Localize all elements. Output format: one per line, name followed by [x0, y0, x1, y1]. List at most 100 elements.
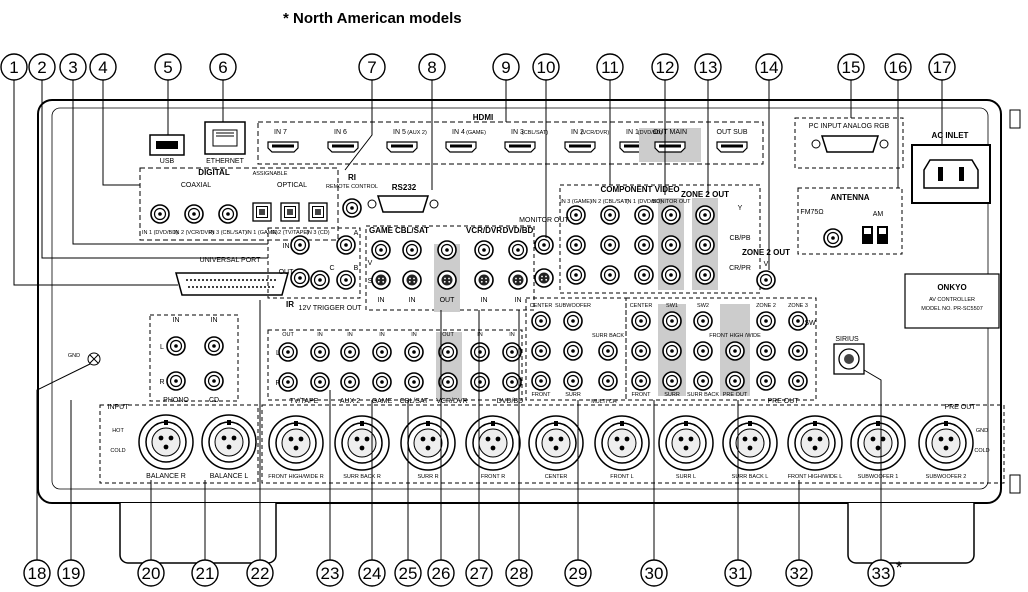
- callout-number-13: 13: [699, 58, 718, 77]
- model-plate: [904, 273, 1000, 329]
- hdmi-group: [257, 121, 764, 165]
- video-io-label-3: IN: [481, 297, 488, 304]
- preout-xlr-jack-0: [268, 415, 324, 471]
- ir-out-jack: [290, 268, 310, 288]
- preout-label-2: PRE OUT: [767, 398, 799, 405]
- video-s-jack-2: [437, 270, 457, 290]
- usb-port: [149, 134, 185, 156]
- cd-label: CD: [209, 397, 219, 404]
- component-monitor-out-label: MONITOR OUT: [651, 199, 691, 205]
- gnd-terminal: [87, 352, 101, 366]
- opt-input-label-1: IN 2 (TV/TAPE): [271, 230, 309, 236]
- phono-r-label: R: [159, 379, 164, 386]
- trigger-a-label: A: [354, 230, 359, 237]
- coaxial-label: COAXIAL: [181, 182, 211, 189]
- component-jack-c2-r0: [634, 205, 654, 225]
- component-jack-c4-r0: [695, 205, 715, 225]
- pin-cold-right: COLD: [974, 448, 989, 454]
- digital-group: [139, 167, 339, 241]
- callout-3: 3: [59, 53, 87, 81]
- callout-2: 2: [28, 53, 56, 81]
- preout-jack-c7-r2: [756, 371, 776, 391]
- callout-20: 20: [137, 559, 165, 587]
- component-crpr-label: CR/PR: [729, 265, 751, 272]
- monitor-out-s-jack: [534, 268, 554, 288]
- audio-r-jack-7: [502, 372, 522, 392]
- model-line2-label: MODEL NO. PR-SC5507: [921, 306, 983, 312]
- callout-18: 18: [23, 559, 51, 587]
- sirius-label: SIRIUS: [835, 336, 859, 343]
- preout-jack-c5-r1: [693, 341, 713, 361]
- callout-7: 7: [358, 53, 386, 81]
- callout-number-16: 16: [889, 58, 908, 77]
- zone2-out-label: ZONE 2 OUT: [742, 248, 790, 257]
- video-v-jack-1: [402, 240, 422, 260]
- hdmi-input-label-6: IN 1: [626, 129, 639, 136]
- video-group-label-3: DVD/BD: [503, 226, 534, 235]
- callout-27: 27: [465, 559, 493, 587]
- callout-1: 1: [0, 53, 28, 81]
- callout-number-29: 29: [569, 564, 588, 583]
- multich-center-label: CENTER: [530, 303, 553, 309]
- preout-jack-c5-r2: [693, 371, 713, 391]
- audio-group-label-4: VCR/DVR: [436, 398, 468, 405]
- right-foot: [847, 503, 975, 564]
- audio-group-label-1: AUX 2: [340, 398, 360, 405]
- opt-input-label-0: IN 1 (GAME): [246, 230, 278, 236]
- audio-io-label-3: IN: [379, 332, 385, 338]
- preout-jack-c8-r1: [788, 341, 808, 361]
- video-v-jack-4: [508, 240, 528, 260]
- preout-fhw-label: FRONT HIGH /WIDE: [709, 333, 761, 339]
- analog-audio-group: [267, 329, 523, 401]
- antenna-label: ANTENNA: [830, 193, 869, 202]
- multich-subwoofer-label: SUBWOOFER: [555, 303, 591, 309]
- hdmi-label: HDMI: [473, 113, 493, 122]
- antenna-group: [797, 187, 903, 255]
- xlr-label-4: CENTER: [545, 474, 568, 480]
- coax-input-label-0: IN 1 (DVD/BD): [142, 230, 178, 236]
- video-io-label-1: IN: [409, 297, 416, 304]
- audio-r-jack-2: [340, 372, 360, 392]
- callout-number-18: 18: [28, 564, 47, 583]
- note-heading: * North American models: [283, 10, 462, 27]
- digital-label: DIGITAL: [198, 168, 230, 177]
- optical-label: OPTICAL: [277, 182, 307, 189]
- preout-xlr-jack-10: [918, 415, 974, 471]
- audio-l-label: L: [276, 350, 280, 357]
- multich-front-label: FRONT: [532, 392, 552, 398]
- phono-in-label: IN: [173, 317, 180, 324]
- callout-4: 4: [89, 53, 117, 81]
- callout-asterisk: *: [896, 558, 903, 577]
- audio-io-label-6: IN: [477, 332, 483, 338]
- callout-9: 9: [492, 53, 520, 81]
- callout-number-20: 20: [142, 564, 161, 583]
- callout-number-25: 25: [399, 564, 418, 583]
- callout-number-30: 30: [645, 564, 664, 583]
- preout-jack-c0-r1: [531, 341, 551, 361]
- preout-jack-c1-r0: [563, 311, 583, 331]
- hdmi-in2-port: [564, 141, 596, 153]
- phono-l-label: L: [160, 344, 164, 351]
- sirius-port: [833, 343, 865, 375]
- audio-l-jack-3: [372, 342, 392, 362]
- model-line1-label: AV CONTROLLER: [929, 297, 975, 303]
- ac-inlet-socket: [911, 144, 991, 204]
- preout-xlr-jack-1: [334, 415, 390, 471]
- coaxial-in1-jack: [150, 204, 170, 224]
- video-group-label-1: CBL/SAT: [395, 226, 429, 235]
- preout-jack-c4-r1: [662, 341, 682, 361]
- pin-cold-left: COLD: [110, 448, 125, 454]
- optical-in2-jack: [280, 202, 300, 222]
- ri-label: RI: [348, 173, 356, 182]
- audio-io-label-2: IN: [347, 332, 353, 338]
- xlr-label-1: SURR BACK R: [343, 474, 381, 480]
- callout-number-6: 6: [218, 58, 227, 77]
- hdmi-in6-port: [327, 141, 359, 153]
- preout-xlr-jack-4: [528, 415, 584, 471]
- hdmi-out-sub-port: [716, 141, 748, 153]
- left-foot: [119, 503, 277, 564]
- preout-jack-c1-r2: [563, 371, 583, 391]
- callout-number-17: 17: [933, 58, 952, 77]
- component-video-group: [559, 184, 761, 294]
- audio-r-jack-4: [404, 372, 424, 392]
